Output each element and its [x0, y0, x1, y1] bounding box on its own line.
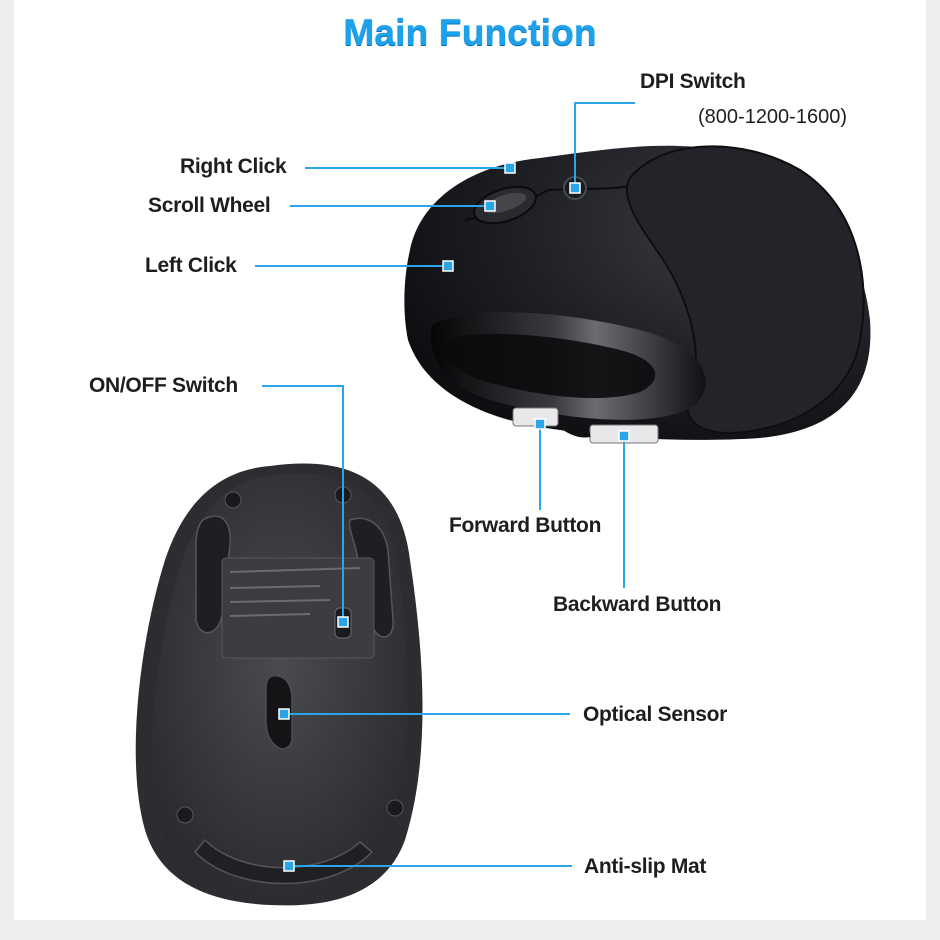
- dpi-switch-label: DPI Switch: [640, 70, 746, 93]
- mouse-top-view: [404, 145, 871, 444]
- optical-sensor-label: Optical Sensor: [583, 703, 728, 726]
- anti-slip-mat-shape: [193, 838, 374, 885]
- callout-markers: [278, 162, 630, 872]
- page-title: Main Function: [343, 12, 597, 53]
- dpi-values-label: (800-1200-1600): [698, 106, 847, 128]
- mouse-bottom-view: [135, 463, 423, 906]
- backward-button-label: Backward Button: [553, 593, 722, 616]
- on-off-switch-label: ON/OFF Switch: [89, 374, 238, 397]
- scroll-wheel-label: Scroll Wheel: [148, 194, 271, 217]
- product-label-area: [221, 557, 375, 659]
- on-off-callout-line: [262, 385, 344, 622]
- callout-lines: [255, 102, 635, 867]
- right-click-label: Right Click: [180, 155, 287, 178]
- dpi-callout-line: [574, 102, 635, 188]
- anti-slip-mat-label: Anti-slip Mat: [584, 855, 707, 878]
- mouse-palm-rest: [625, 145, 865, 434]
- forward-button-label: Forward Button: [449, 514, 602, 537]
- left-click-label: Left Click: [145, 254, 237, 277]
